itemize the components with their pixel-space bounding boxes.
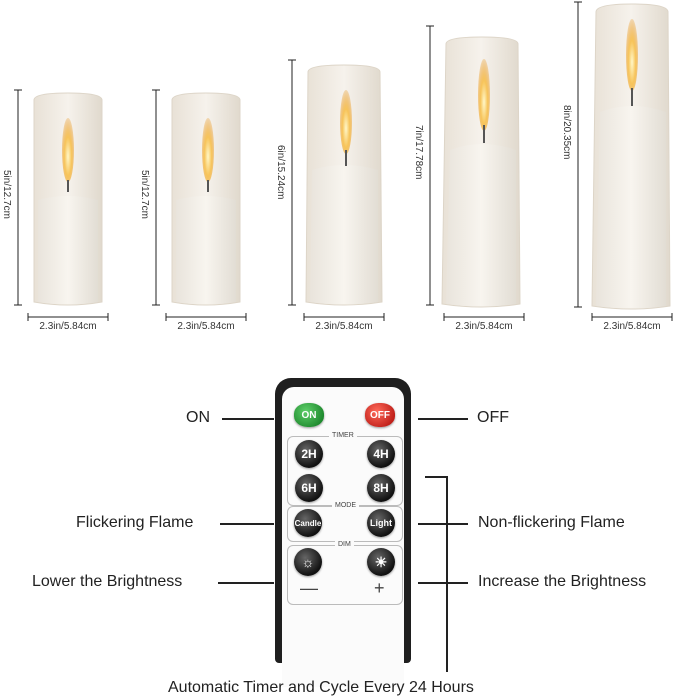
candle-1 bbox=[33, 92, 103, 306]
light-mode-button[interactable]: Light bbox=[367, 509, 395, 537]
height-dimension-lines bbox=[14, 1, 582, 308]
dim-up-button[interactable]: ☀ bbox=[367, 548, 395, 576]
dim-down-button[interactable]: ☼ bbox=[294, 548, 322, 576]
off-callout-line bbox=[418, 418, 468, 420]
timer-6h-button[interactable]: 6H bbox=[295, 474, 323, 502]
candle-5 bbox=[591, 3, 671, 310]
timer-caption: TIMER bbox=[329, 432, 357, 439]
minus-symbol: — bbox=[300, 578, 318, 598]
candle-1-height-label: 5in/12.7cm bbox=[1, 170, 12, 219]
flicker-callout-line bbox=[220, 523, 274, 525]
width-dimension-lines bbox=[27, 313, 673, 321]
dim-caption: DIM bbox=[335, 541, 354, 548]
mode-caption: MODE bbox=[332, 502, 359, 509]
on-button[interactable]: ON bbox=[294, 403, 324, 427]
nonflicker-callout: Non-flickering Flame bbox=[478, 514, 625, 531]
timer-bracket-vertical bbox=[446, 476, 448, 672]
off-callout: OFF bbox=[477, 409, 509, 426]
candle-2-height-label: 5in/12.7cm bbox=[139, 170, 150, 219]
candle-3 bbox=[305, 64, 383, 306]
candle-4-width-label: 2.3in/5.84cm bbox=[455, 321, 513, 332]
candle-1-width-label: 2.3in/5.84cm bbox=[39, 321, 97, 332]
timer-4h-button[interactable]: 4H bbox=[367, 440, 395, 468]
timer-bracket-top bbox=[425, 476, 447, 478]
candle-2 bbox=[171, 92, 241, 306]
candle-set-illustration bbox=[14, 1, 673, 321]
candle-4-height-label: 7in/17.78cm bbox=[413, 125, 424, 180]
candle-4 bbox=[441, 36, 521, 308]
increase-brightness-line bbox=[418, 582, 468, 584]
sun-filled-icon: ☀ bbox=[374, 553, 388, 570]
on-callout-line bbox=[222, 418, 274, 420]
plus-symbol: + bbox=[374, 578, 385, 598]
lower-brightness-callout: Lower the Brightness bbox=[32, 573, 183, 590]
flicker-callout: Flickering Flame bbox=[76, 514, 194, 531]
lower-brightness-line bbox=[218, 582, 274, 584]
candle-3-width-label: 2.3in/5.84cm bbox=[315, 321, 373, 332]
candle-mode-button[interactable]: Candle bbox=[294, 509, 322, 537]
sun-outline-icon: ☼ bbox=[301, 554, 315, 570]
off-button[interactable]: OFF bbox=[365, 403, 395, 427]
auto-timer-caption: Automatic Timer and Cycle Every 24 Hours bbox=[168, 679, 474, 696]
increase-brightness-callout: Increase the Brightness bbox=[478, 573, 647, 590]
nonflicker-callout-line bbox=[418, 523, 468, 525]
candle-2-width-label: 2.3in/5.84cm bbox=[177, 321, 235, 332]
candle-5-width-label: 2.3in/5.84cm bbox=[603, 321, 661, 332]
on-callout: ON bbox=[186, 409, 210, 426]
timer-8h-button[interactable]: 8H bbox=[367, 474, 395, 502]
candle-3-height-label: 6in/15.24cm bbox=[275, 145, 286, 200]
candle-5-height-label: 8in/20.35cm bbox=[561, 105, 572, 160]
timer-2h-button[interactable]: 2H bbox=[295, 440, 323, 468]
